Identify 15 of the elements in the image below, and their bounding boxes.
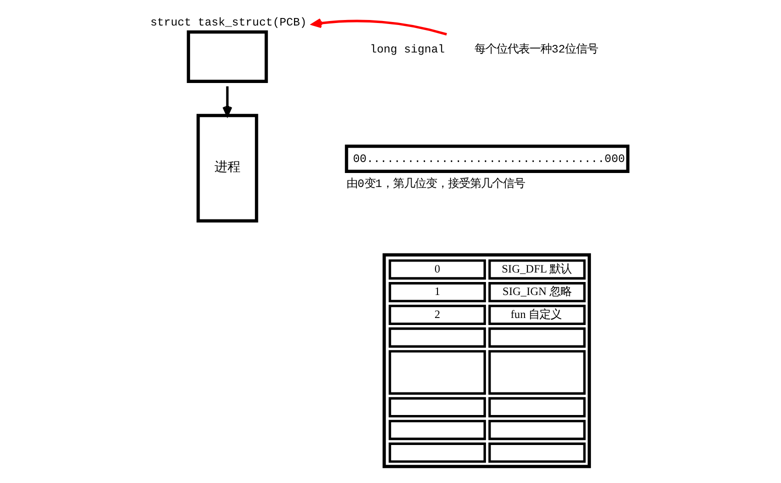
node-box: 00...................................000 <box>344 144 630 173</box>
arrow <box>222 86 232 116</box>
label: SIG_IGN 忽略 <box>502 286 572 298</box>
arrow <box>312 18 447 36</box>
node-label: 每个位代表一种32位信号 <box>474 44 598 56</box>
node-text: long signal <box>370 44 445 56</box>
label: 0 <box>434 263 440 276</box>
node-box <box>186 30 268 84</box>
label: 2 <box>434 308 440 321</box>
node-label: struct task_struct(PCB) <box>150 18 307 30</box>
label: SIG_DFL 默认 <box>502 263 572 276</box>
node-box: 进程 <box>196 114 258 222</box>
label: 1 <box>434 286 440 298</box>
label: fun 自定义 <box>510 308 562 321</box>
node-label: 由0变1，第几位变，接受第几个信号 <box>346 178 526 191</box>
